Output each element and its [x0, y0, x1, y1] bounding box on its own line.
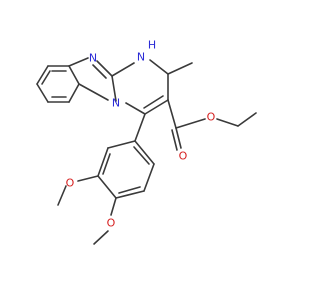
- bond: [167, 99, 177, 129]
- bond: [97, 147, 109, 177]
- bond: [102, 153, 111, 175]
- bond: [93, 230, 109, 245]
- bond: [68, 83, 80, 103]
- bond: [175, 127, 182, 149]
- bond: [41, 70, 51, 85]
- bond: [143, 163, 155, 192]
- bond: [92, 64, 107, 79]
- bond: [97, 175, 117, 199]
- bond: [143, 95, 164, 109]
- bond: [125, 102, 146, 115]
- atom-label-o-methoxy-lower: O: [107, 217, 116, 230]
- bond: [110, 197, 117, 216]
- bond: [134, 140, 155, 165]
- bond: [78, 83, 109, 101]
- molecule-structure: N N H N O O O O: [36, 39, 257, 245]
- bond: [216, 118, 239, 127]
- atom-label-n-amine-h: H: [148, 39, 156, 52]
- bond: [68, 65, 80, 85]
- bond: [111, 75, 117, 102]
- bond: [68, 57, 89, 67]
- bond: [57, 185, 67, 206]
- bond: [171, 129, 178, 151]
- atom-label-o-carbonyl: O: [179, 150, 188, 163]
- bond: [77, 175, 99, 182]
- atom-label-o-methoxy-upper: O: [66, 177, 75, 190]
- bond: [175, 118, 206, 129]
- bond: [144, 99, 169, 115]
- bond: [36, 65, 49, 85]
- bond: [133, 146, 150, 165]
- bond: [149, 59, 169, 75]
- bond: [36, 83, 49, 103]
- bond-lines: [36, 57, 257, 245]
- bond: [115, 190, 145, 199]
- bond: [96, 60, 113, 77]
- bond: [167, 62, 193, 75]
- atom-label-n-imine: N: [89, 52, 97, 65]
- atom-label-o-ester: O: [207, 111, 216, 124]
- bond: [134, 113, 146, 142]
- bond: [237, 112, 257, 127]
- atom-label-n-amine: N: [137, 51, 145, 64]
- bond: [111, 62, 135, 77]
- bond: [107, 140, 136, 149]
- bond: [118, 186, 141, 194]
- atom-labels: N N H N O O O O: [66, 39, 216, 230]
- atom-label-n-bridge: N: [112, 97, 120, 110]
